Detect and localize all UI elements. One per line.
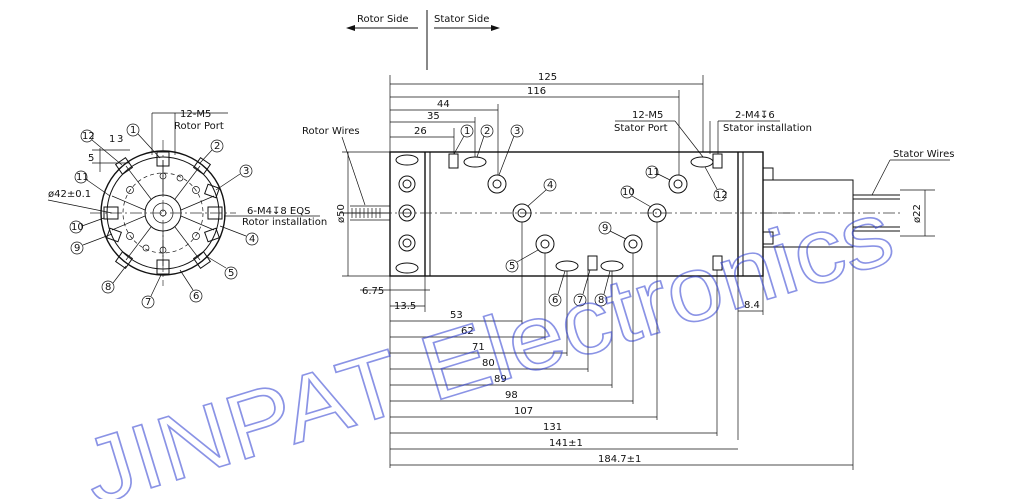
front-port-size: 12-M5: [180, 109, 211, 120]
dim-125: 125: [538, 72, 557, 83]
dim-80: 80: [482, 358, 495, 369]
balloon-f10: 10: [69, 217, 105, 234]
svg-text:8: 8: [598, 295, 604, 306]
dim-53: 53: [450, 310, 463, 321]
dim-62: 62: [461, 326, 474, 337]
balloon-f8: 8: [101, 265, 127, 294]
stator-port-size: 12-M5: [632, 110, 663, 121]
svg-text:7: 7: [145, 297, 151, 308]
balloon-f11: 11: [74, 170, 111, 197]
svg-text:3: 3: [514, 126, 520, 137]
dim-26: 26: [414, 126, 427, 137]
body-diameter: ø50: [336, 204, 347, 223]
dim-141: 141±1: [549, 438, 583, 449]
side-indicator: Rotor Side Stator Side: [346, 10, 500, 70]
dim-131: 131: [543, 422, 562, 433]
dim-13-5: 13.5: [394, 301, 416, 312]
svg-text:6: 6: [552, 295, 558, 306]
svg-text:3: 3: [243, 166, 249, 177]
balloon-f4: 4: [219, 225, 259, 246]
shaft-diameter: ø22: [912, 204, 923, 223]
stator-side-label: Stator Side: [434, 14, 489, 25]
svg-text:5: 5: [228, 268, 234, 279]
rotor-wires-label: Rotor Wires: [302, 126, 360, 137]
balloon-s4: 4: [527, 178, 557, 207]
balloon-f3: 3: [215, 164, 253, 191]
dim-8-4: 8.4: [744, 300, 760, 311]
rotor-side-label: Rotor Side: [357, 14, 409, 25]
dim-184-7: 184.7±1: [598, 454, 641, 465]
svg-text:2: 2: [214, 141, 220, 152]
front-view: 1 3 5 ø42±0.1 12-M5 Rotor Port 6-M4↧8 EQ…: [47, 109, 327, 286]
svg-text:12: 12: [715, 190, 728, 201]
svg-text:4: 4: [547, 180, 553, 191]
balloon-s12: 12: [704, 166, 728, 202]
balloon-s11: 11: [645, 165, 671, 181]
watermark-text: JINPAT Electronics: [71, 181, 904, 499]
balloon-s7: 7: [573, 269, 591, 307]
balloon-f5: 5: [205, 255, 238, 280]
front-diameter: ø42±0.1: [48, 189, 91, 200]
dim-98: 98: [505, 390, 518, 401]
balloon-f7: 7: [141, 274, 162, 309]
top-dimensions: 125 116 44 35 26: [389, 72, 704, 175]
dim-6-75: 6.75: [362, 286, 384, 297]
side-view: Rotor Wires Stator Wires: [302, 126, 954, 277]
svg-text:7: 7: [577, 295, 583, 306]
balloon-f12: 12: [80, 129, 123, 166]
svg-text:1: 1: [130, 125, 136, 136]
balloon-s8: 8: [594, 270, 611, 307]
front-install-label: Rotor installation: [242, 217, 327, 228]
balloon-s6: 6: [548, 270, 566, 307]
balloon-f2: 2: [199, 139, 224, 164]
svg-text:12: 12: [82, 131, 95, 142]
svg-text:6: 6: [193, 291, 199, 302]
dim-89: 89: [494, 374, 507, 385]
stator-labels: 12-M5 Stator Port 2-M4↧6 Stator installa…: [614, 110, 812, 158]
stator-port-label: Stator Port: [614, 123, 668, 134]
balloon-s1: 1: [453, 124, 474, 155]
balloon-s9: 9: [598, 221, 627, 240]
svg-text:2: 2: [484, 126, 490, 137]
dim-107: 107: [514, 406, 533, 417]
front-port-label: Rotor Port: [174, 121, 224, 132]
svg-text:10: 10: [71, 222, 84, 233]
dim-front-5: 5: [88, 153, 94, 164]
balloon-f1: 1: [126, 123, 161, 159]
svg-text:1: 1: [464, 126, 470, 137]
bottom-dimensions: 6.75 13.5 8.4 53 62 71 80 89 98 107 131 …: [360, 222, 854, 470]
dim-116: 116: [527, 86, 546, 97]
stator-wires-label: Stator Wires: [893, 149, 954, 160]
svg-text:5: 5: [509, 261, 515, 272]
svg-text:4: 4: [249, 234, 255, 245]
svg-text:9: 9: [74, 243, 80, 254]
dim-44: 44: [437, 99, 450, 110]
balloon-s10: 10: [620, 185, 652, 208]
balloon-f9: 9: [70, 233, 113, 255]
dim-front-1: 1: [109, 134, 115, 145]
dim-35: 35: [427, 111, 440, 122]
balloon-f6: 6: [179, 269, 203, 303]
svg-text:9: 9: [602, 223, 608, 234]
balloon-s3: 3: [498, 124, 524, 176]
side-balloons: 1 2 3 4 5 6 7 8 9 10 11 12: [453, 124, 728, 307]
dim-71: 71: [472, 342, 485, 353]
balloon-s2: 2: [476, 124, 494, 158]
front-install-size: 6-M4↧8 EQS: [247, 206, 310, 217]
stator-install-label: Stator installation: [723, 123, 812, 134]
svg-text:10: 10: [622, 187, 635, 198]
svg-text:11: 11: [76, 172, 89, 183]
svg-text:8: 8: [105, 282, 111, 293]
dim-front-3: 3: [117, 134, 123, 145]
front-balloons: 1 2 3 4 5 6 7 8 9 10 11 12: [69, 123, 259, 309]
svg-text:11: 11: [647, 167, 660, 178]
stator-install-size: 2-M4↧6: [735, 110, 775, 121]
balloon-s5: 5: [505, 249, 539, 273]
